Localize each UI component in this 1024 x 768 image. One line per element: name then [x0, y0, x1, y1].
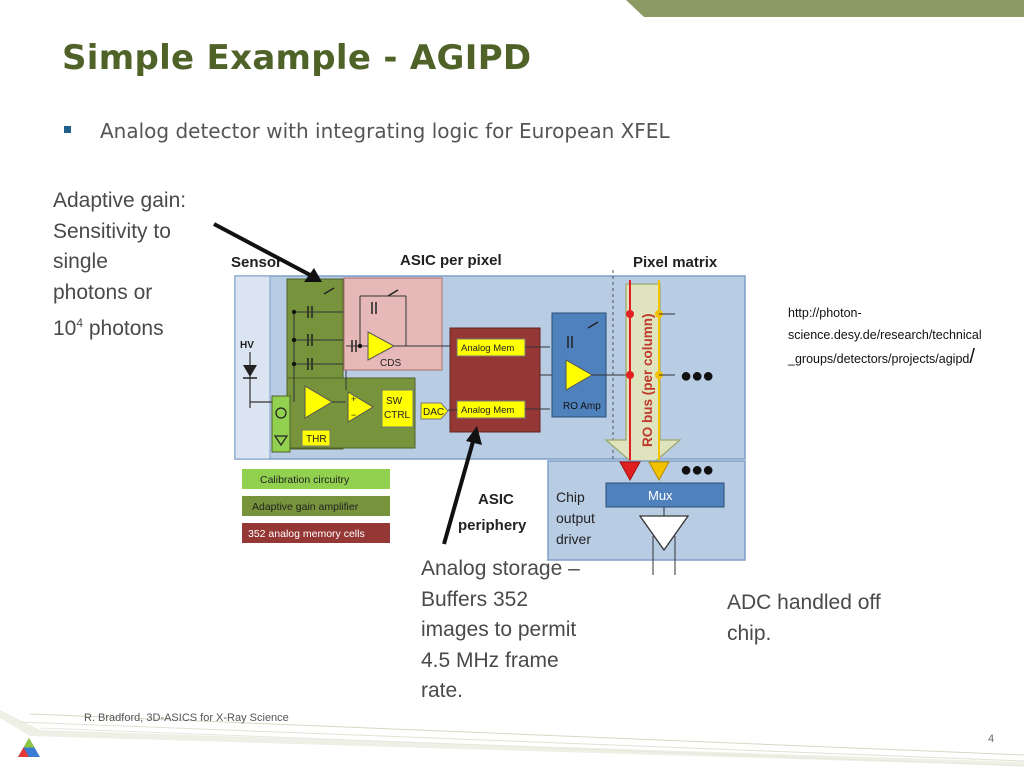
source-link-line: http://photon-	[788, 306, 862, 320]
ctrl-label: CTRL	[384, 410, 411, 421]
hv-label: HV	[240, 340, 254, 351]
ground-symbol	[273, 435, 289, 447]
callout-line: chip.	[727, 621, 772, 645]
bullet-marker	[64, 126, 71, 133]
asic-per-pixel-label: ASIC per pixel	[400, 252, 502, 269]
dac-label: DAC	[423, 407, 444, 418]
callout-line: images to permit	[421, 618, 577, 641]
cds-capacitors	[351, 289, 399, 352]
legend-label-gain: Adaptive gain amplifier	[252, 501, 359, 513]
bus-node	[626, 310, 634, 318]
cds-block	[343, 277, 443, 371]
source-link-slash: /	[969, 346, 975, 368]
callout-line: rate.	[421, 679, 464, 702]
callout-line: single	[53, 250, 108, 273]
footer-line	[29, 713, 1024, 756]
chip-output-region	[547, 460, 746, 561]
legend-swatch-gain	[242, 496, 390, 516]
callout-line: Buffers 352	[421, 587, 529, 611]
callout-line: ADC handled off	[727, 591, 881, 614]
legend-swatch-memory	[242, 523, 390, 543]
comparator	[347, 391, 374, 423]
legend-label-memory: 352 analog memory cells	[248, 528, 365, 540]
red-bus-arrowhead	[619, 461, 641, 482]
mux-label: Mux	[648, 488, 673, 503]
legend-swatch-calibration	[242, 469, 390, 489]
ro-bus-label: RO bus (per column)	[640, 313, 655, 447]
cds-wires	[346, 295, 407, 347]
cds-amplifier	[367, 331, 396, 361]
bus-node	[626, 371, 634, 379]
calibration-block	[271, 395, 291, 453]
sw-label: SW	[386, 396, 403, 407]
diode-symbol	[243, 365, 257, 377]
source-link-line-text: _groups/detectors/projects/agipd	[788, 352, 970, 366]
callout-line: Sensitivity to	[53, 219, 171, 243]
current-source-symbol	[275, 407, 287, 419]
asic-periphery-label: ASIC	[478, 491, 514, 508]
wire-junction	[357, 343, 363, 349]
output-label: output	[556, 510, 595, 526]
footer-line	[19, 721, 1024, 762]
legend-label-calibration: Calibration circuitry	[260, 474, 350, 486]
callout-exponent: 4	[76, 316, 84, 330]
footer-band	[0, 710, 1024, 766]
top-decorative-band	[626, 0, 1024, 17]
sensor-label: Sensor	[231, 254, 282, 271]
diagram-legend: Calibration circuitry Adaptive gain ampl…	[242, 469, 390, 543]
footer-line	[39, 727, 1024, 767]
argonne-logo-icon	[18, 738, 40, 757]
page-number: 4	[988, 733, 995, 745]
callout-number: 10	[53, 317, 77, 340]
charge-amplifier	[304, 385, 333, 419]
footer-text: R. Bradford, 3D-ASICS for X-Ray Science	[84, 712, 289, 724]
periphery-label: periphery	[458, 517, 527, 534]
callout-line: photons or	[53, 280, 153, 304]
ro-amp-block	[551, 312, 607, 418]
thr-block	[301, 429, 331, 447]
callout-line: Adaptive gain:	[53, 189, 187, 212]
ro-amp-capacitor	[567, 321, 599, 348]
callout-line: Analog storage –	[421, 557, 580, 580]
slide-title: Simple Example - AGIPD	[62, 38, 532, 78]
driver-label: driver	[556, 531, 591, 547]
comparator-minus: −	[351, 410, 356, 420]
chip-label: Chip	[556, 489, 585, 505]
bullet-text: Analog detector with integrating logic f…	[100, 119, 670, 143]
ellipsis-right-lower: ●●●	[680, 459, 713, 481]
output-driver-triangle	[638, 515, 690, 552]
callout-adaptive-gain: Adaptive gain: Sensitivity to single pho…	[53, 186, 223, 345]
source-link[interactable]: http://photon- science.desy.de/research/…	[788, 302, 1018, 370]
ro-amplifier	[565, 359, 594, 391]
dac-block	[420, 402, 449, 420]
thr-label: THR	[306, 434, 327, 445]
callout-analog-storage: Analog storage – Buffers 352 images to p…	[421, 554, 621, 707]
cds-label: CDS	[380, 358, 401, 369]
callout-line: 4.5 MHz frame	[421, 648, 559, 672]
pixel-matrix-label: Pixel matrix	[633, 254, 718, 271]
ellipsis-right-upper: ●●●	[680, 365, 713, 387]
analog-mem-1-label: Analog Mem	[461, 343, 514, 354]
mux-block	[605, 482, 725, 508]
yellow-bus-arrowhead	[648, 461, 670, 482]
analog-mem-2-label: Analog Mem	[461, 405, 514, 416]
source-link-line: _groups/detectors/projects/agipd/	[788, 346, 1018, 370]
callout-unit: photons	[83, 317, 164, 340]
callout-adc: ADC handled off chip.	[727, 588, 927, 649]
ro-amp-label: RO Amp	[563, 401, 601, 412]
footer-decoration	[0, 710, 1024, 767]
source-link-line: science.desy.de/research/technical	[788, 328, 982, 342]
sw-ctrl-block	[381, 389, 414, 428]
agipd-block-diagram: Sensor ASIC per pixel Pixel matrix HV + …	[231, 252, 746, 575]
callout-line: 104 photons	[53, 308, 223, 345]
comparator-plus: +	[351, 394, 356, 404]
